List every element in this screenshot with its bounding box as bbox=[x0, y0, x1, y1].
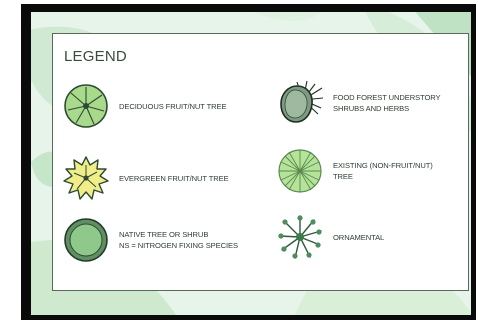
food-forest-understory-icon bbox=[277, 80, 323, 126]
deciduous-fruit-nut-tree-icon bbox=[63, 83, 109, 129]
evergreen-fruit-nut-tree-icon bbox=[63, 155, 109, 201]
legend-label: ORNAMENTAL bbox=[333, 232, 384, 243]
legend-entry-food-forest: FOOD FOREST UNDERSTORY SHRUBS AND HERBS bbox=[277, 80, 441, 126]
legend-label: FOOD FOREST UNDERSTORY SHRUBS AND HERBS bbox=[333, 92, 441, 114]
legend-label: EXISTING (NON-FRUIT/NUT) TREE bbox=[333, 160, 433, 182]
legend-label: EVERGREEN FRUIT/NUT TREE bbox=[119, 173, 229, 184]
legend-entry-native: NATIVE TREE OR SHRUB NS = NITROGEN FIXIN… bbox=[63, 217, 238, 263]
ornamental-icon bbox=[277, 214, 323, 260]
native-tree-or-shrub-icon bbox=[63, 217, 109, 263]
legend-title: LEGEND bbox=[64, 48, 127, 65]
legend-entry-ornamental: ORNAMENTAL bbox=[277, 214, 384, 260]
legend-label: DECIDUOUS FRUIT/NUT TREE bbox=[119, 101, 226, 112]
existing-tree-icon bbox=[277, 148, 323, 194]
legend-label: NATIVE TREE OR SHRUB NS = NITROGEN FIXIN… bbox=[119, 229, 238, 251]
legend-entry-existing: EXISTING (NON-FRUIT/NUT) TREE bbox=[277, 148, 433, 194]
legend-entry-evergreen: EVERGREEN FRUIT/NUT TREE bbox=[63, 155, 229, 201]
legend-panel: LEGEND DECIDUOUS FRUIT/NUT TREE bbox=[52, 33, 469, 291]
legend-entry-deciduous: DECIDUOUS FRUIT/NUT TREE bbox=[63, 83, 226, 129]
